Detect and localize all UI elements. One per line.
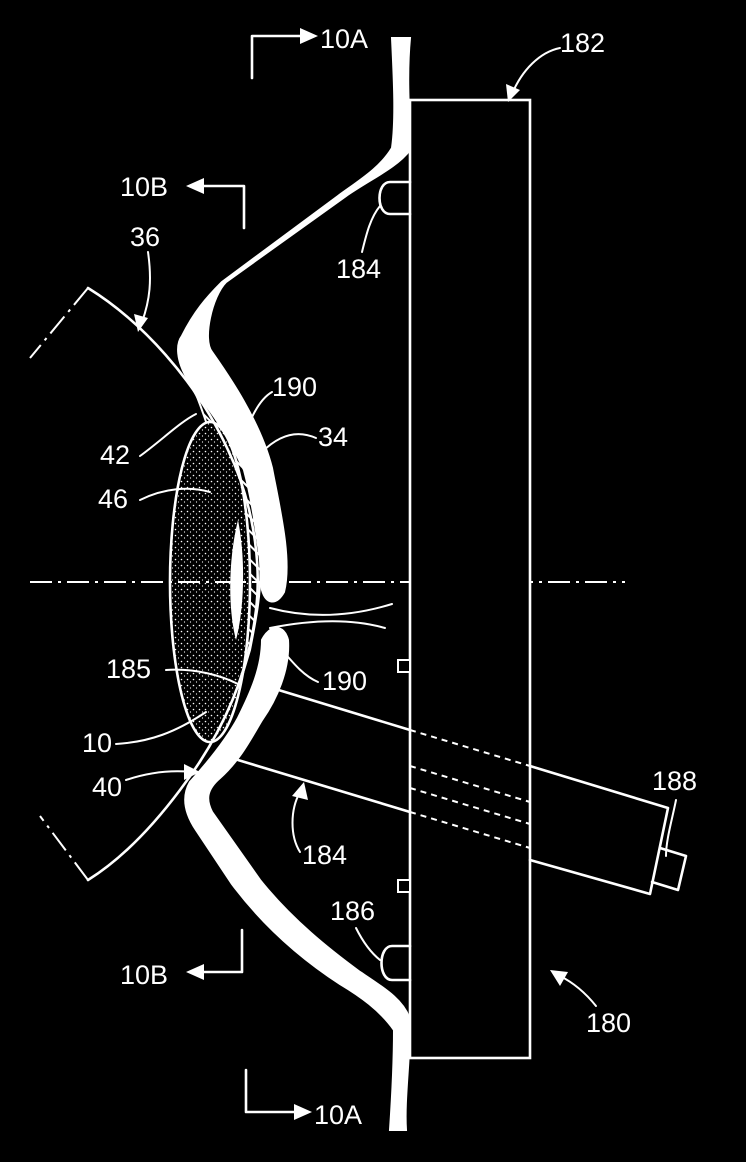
label-34: 34 [318,422,348,452]
lower-wall-tissue [184,627,412,1131]
leader-188 [665,799,677,857]
leader-185 [165,668,239,685]
section-10a-top-arrow [300,28,318,44]
leader-184-lower [291,791,301,853]
iris-fiber-2 [269,620,386,629]
probe-outer-body [528,764,670,896]
leader-34 [261,433,317,453]
device-plate [408,98,532,1060]
label-188: 188 [652,766,697,796]
leader-186 [355,927,381,961]
cornea-dashdot-upper [29,287,89,359]
arrow-184-lower [292,782,308,800]
label-190-lower: 190 [322,666,367,696]
label-184-lower: 184 [302,840,347,870]
probe-upper-edge [270,686,412,732]
label-182: 182 [560,28,605,58]
leader-180 [559,975,597,1007]
probe-dashed-2 [409,765,531,803]
pad-lower [380,944,412,982]
section-10b-top-marker [198,184,246,230]
leader-36 [141,251,151,323]
cornea-curve [86,286,259,882]
notch-lower [397,879,411,893]
label-42: 42 [100,440,130,470]
label-10a-top: 10A [320,24,368,54]
probe-dashed-1 [409,729,531,767]
label-36: 36 [130,222,160,252]
leader-184-upper [361,205,381,253]
leader-42 [139,413,197,457]
lens-inner-white [230,520,244,640]
leader-190-lower [281,649,319,683]
probe-dashed-4 [409,811,531,849]
label-10b-bottom: 10B [120,960,168,990]
notch-upper [397,659,411,673]
probe-tip [650,846,688,892]
leader-10 [115,711,207,745]
label-184-upper: 184 [336,254,381,284]
label-186: 186 [330,896,375,926]
leader-190-upper [239,391,273,447]
section-10a-top-marker [250,34,306,80]
section-10b-bottom-marker [198,928,244,974]
arrow-40 [184,764,200,780]
label-185: 185 [106,654,151,684]
section-10b-top-arrow [186,178,204,194]
label-10: 10 [82,728,112,758]
section-10a-bottom-arrow [294,1104,312,1120]
leader-182 [511,47,561,95]
label-190-upper: 190 [272,372,317,402]
probe-dashed-3 [409,787,531,825]
pad-upper [378,180,412,216]
label-180: 180 [586,1008,631,1038]
leader-46 [139,487,211,501]
section-10a-bottom-marker [244,1068,300,1114]
arrow-36 [134,314,148,332]
label-40: 40 [92,772,122,802]
arrow-180 [550,970,568,986]
cornea-dashdot-lower [39,815,89,881]
label-10a-bottom: 10A [314,1100,362,1130]
label-10b-top: 10B [120,172,168,202]
arrow-182 [506,84,520,102]
leader-40 [125,770,193,781]
label-46: 46 [98,484,128,514]
probe-lower-edge [236,758,412,814]
iris-fiber-1 [269,603,393,616]
section-10b-bottom-arrow [186,964,204,980]
